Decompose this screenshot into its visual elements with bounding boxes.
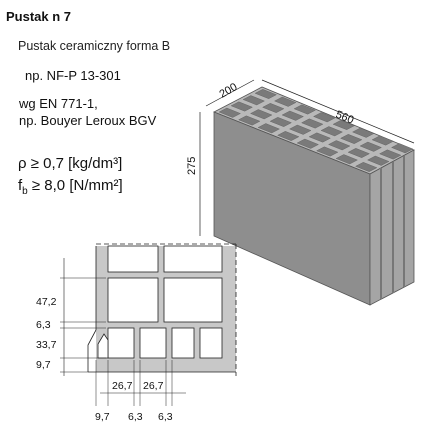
block-hole	[352, 127, 375, 138]
block-hole	[293, 104, 316, 115]
strength-symbol: f	[18, 177, 23, 194]
strength-subscript: b	[22, 186, 28, 197]
strength-spec: fb ≥ 8,0 [N/mm²]	[18, 177, 123, 197]
section-cavity	[139, 327, 167, 359]
block-hole	[391, 143, 414, 154]
block-hole	[277, 131, 300, 141]
product-description: Pustak ceramiczny forma B	[18, 39, 171, 53]
section-notch	[97, 333, 109, 359]
block-hole	[301, 118, 324, 129]
page-title: Pustak n 7	[6, 9, 72, 24]
dim-h-3: 9,7	[95, 411, 110, 423]
block-width-label: 200	[218, 81, 240, 101]
dim-v-4: 9,7	[36, 359, 51, 371]
standard-line-2: np. Bouyer Leroux BGV	[19, 113, 157, 128]
dim-v-3: 33,7	[36, 339, 57, 351]
block-hole	[347, 148, 370, 158]
standard-reference: np. NF-P 13-301	[25, 68, 121, 83]
strength-value: ≥ 8,0 [N/mm²]	[27, 177, 123, 194]
dim-h-1: 26,7	[112, 380, 133, 392]
density-spec: ρ ≥ 0,7 [kg/dm³]	[18, 155, 122, 172]
dim-h-5: 6,3	[158, 411, 173, 423]
section-cavity	[163, 245, 223, 273]
block-hole	[371, 135, 394, 146]
block-hole	[313, 112, 336, 123]
section-cavity	[107, 245, 159, 273]
block-hole	[281, 110, 304, 121]
section-cavity	[107, 277, 159, 323]
dim-line-length	[261, 79, 415, 144]
block-hole	[308, 132, 331, 143]
block-hole	[332, 120, 355, 130]
block-hole	[274, 96, 297, 107]
block-hole	[355, 162, 378, 172]
block-hole	[269, 117, 292, 127]
block-hole	[218, 107, 241, 118]
block-hole	[254, 89, 277, 99]
dim-v-2: 6,3	[36, 319, 51, 331]
block-hole	[250, 109, 273, 120]
dim-h-4: 6,3	[128, 411, 143, 423]
density-symbol: ρ	[18, 155, 27, 172]
block-hole	[257, 123, 280, 134]
block-hole	[379, 149, 402, 160]
block-hole	[296, 138, 319, 149]
standard-line-1: wg EN 771-1,	[19, 96, 98, 111]
block-hole	[242, 95, 265, 106]
section-cavity	[171, 327, 195, 359]
standard-reference-2: wg EN 771-1, np. Bouyer Leroux BGV	[19, 95, 156, 129]
cross-section: 47,2 6,3 33,7 9,7 26,7 26,7 9,7 6,3 6,3	[36, 243, 237, 423]
block-hole	[320, 126, 343, 137]
block-hole	[289, 124, 312, 135]
section-cavity	[163, 277, 223, 323]
block-hole	[262, 103, 285, 113]
density-value: ≥ 0,7 [kg/dm³]	[26, 155, 123, 172]
dim-h-2: 26,7	[143, 380, 164, 392]
block-hole	[238, 115, 261, 126]
block-hole	[335, 154, 358, 165]
dim-line-width	[205, 79, 255, 107]
block-hole	[328, 140, 351, 151]
block-top-holes	[218, 89, 414, 172]
block-hole	[230, 101, 253, 112]
block-height-label: 275	[186, 157, 198, 175]
block-hole	[359, 141, 382, 152]
section-cavity	[107, 327, 135, 359]
dim-v-1: 47,2	[36, 296, 57, 308]
block-hole	[316, 146, 339, 157]
block-hole	[367, 155, 390, 166]
section-cavity	[199, 327, 223, 359]
block-hole	[340, 134, 363, 144]
